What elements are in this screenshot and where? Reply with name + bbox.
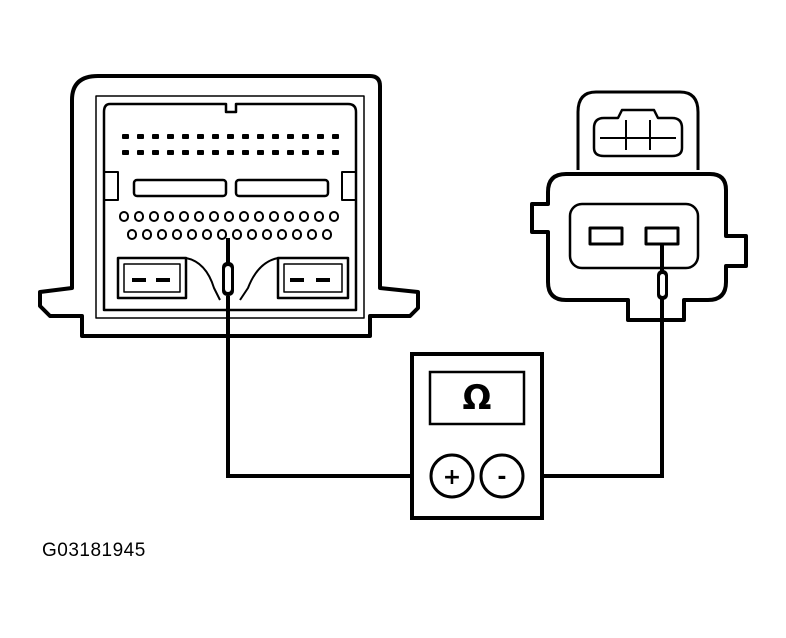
sensor-terminal-1 [588,226,624,246]
figure-id: G03181945 [42,540,146,561]
ecu-divider-right [341,171,356,201]
positive-test-lead [226,296,430,478]
ohmmeter-display [428,370,526,426]
sensor-lock-tab-center [600,120,676,150]
ecu-power-pins-right [290,278,330,282]
sensor-terminal-2 [644,226,680,246]
ecu-slot-right [234,178,330,198]
sensor-latch [576,90,700,170]
ecu-inner-rim [95,95,365,319]
ecu-pin-row-4 [127,229,332,240]
positive-terminal [429,453,475,499]
sensor-probe-icon [657,244,668,300]
negative-terminal [479,453,525,499]
ecu-connector-icon [38,74,420,338]
sensor-lock-tab [592,108,684,158]
ecu-housing-outline [38,74,420,338]
ecu-center-shroud [185,257,279,301]
ecu-power-cavity-right [276,256,350,300]
ecu-inner-face [102,102,358,312]
sensor-body [530,172,748,322]
negative-test-lead [522,298,664,478]
negative-terminal-label: - [497,465,506,490]
sensor-cavity [568,202,700,270]
ecu-pin-row-2 [122,150,339,155]
ecu-slot-left [132,178,228,198]
ecu-power-cavity-left [116,256,188,300]
ecu-power-pins-left [132,278,170,282]
ohmmeter-icon: Ω + - [410,352,544,520]
ecu-pin-row-1 [122,134,339,139]
sensor-connector-icon [530,90,748,322]
ohmmeter-display-symbol: Ω [463,378,492,418]
positive-terminal-label: + [443,465,461,490]
ecu-power-cavity-right-inner [283,263,343,293]
ecu-divider [104,171,119,201]
ecu-pin-row-3 [119,211,339,222]
ecu-probe-icon [222,238,234,296]
ecu-power-cavity-left-inner [123,263,181,293]
